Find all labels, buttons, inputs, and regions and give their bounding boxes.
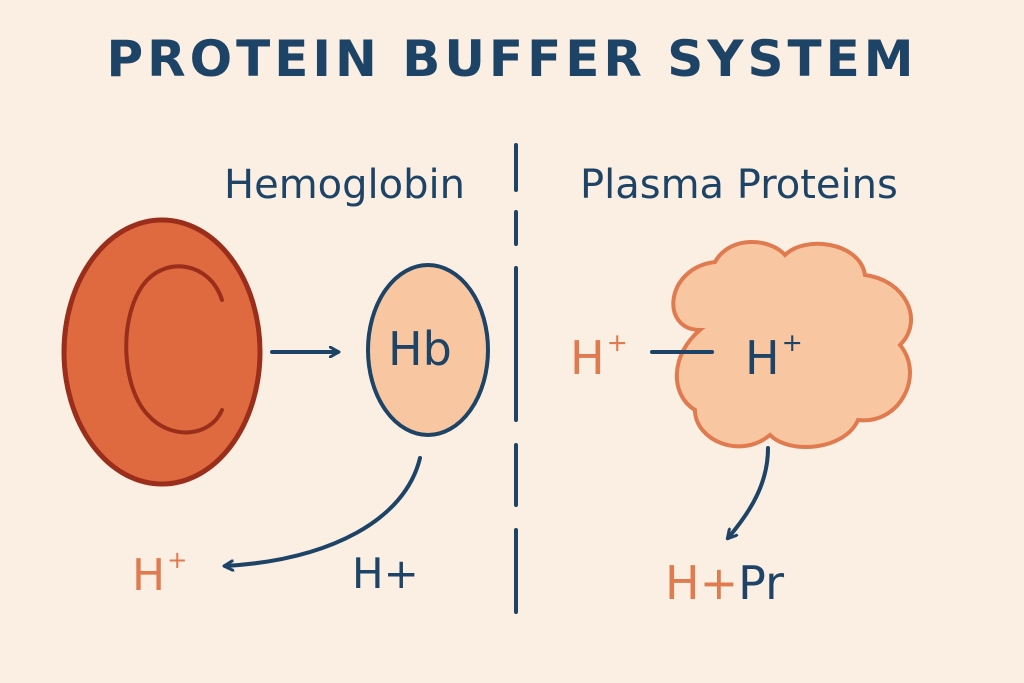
hb-label: Hb (388, 322, 452, 376)
free-h-ion: H+ (570, 328, 628, 385)
protein-product-arrow (728, 446, 770, 538)
hemoglobin-oval-icon (366, 263, 490, 437)
hemoglobin-h-plus-label: H+ (352, 549, 419, 598)
hb-release-arrow (225, 456, 422, 566)
left-h-ion: H+ (132, 546, 188, 601)
product-pr: Pr (738, 556, 784, 610)
protein-product-label: H+Pr (665, 560, 784, 606)
plasma-protein-cloud-icon (671, 240, 913, 449)
red-blood-cell-icon (61, 217, 263, 487)
diagram-title: PROTEIN BUFFER SYSTEM (106, 30, 918, 88)
plasma-proteins-section-label: Plasma Proteins (580, 162, 898, 208)
product-h-plus: H+ (665, 556, 739, 610)
bound-h-ion: H+ (745, 328, 803, 385)
hemoglobin-section-label: Hemoglobin (224, 162, 465, 208)
